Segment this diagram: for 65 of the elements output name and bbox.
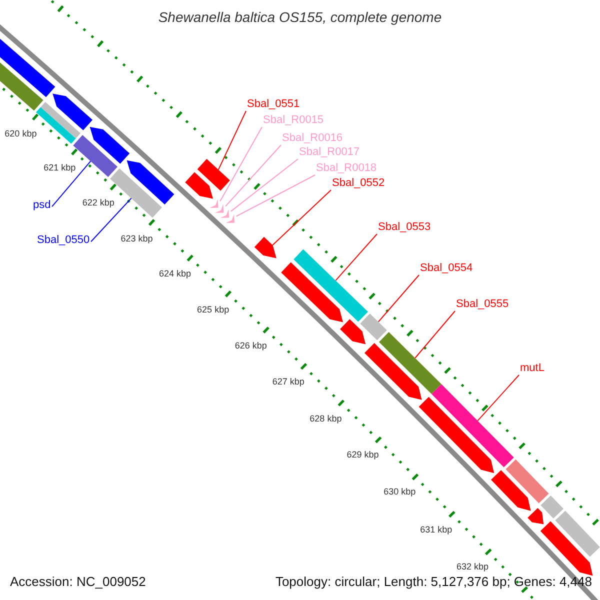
gene-block xyxy=(197,158,230,191)
scale-label: 628 kbp xyxy=(310,414,342,424)
gene-label: Sbal_0553 xyxy=(378,222,431,233)
leader-line xyxy=(230,158,298,212)
scale-label: 623 kbp xyxy=(120,234,153,244)
leader-line xyxy=(220,126,262,202)
gene-block xyxy=(36,107,76,144)
scale-label: 620 kbp xyxy=(4,129,37,138)
scale-label: 624 kbp xyxy=(159,270,192,279)
scale-label: 621 kbp xyxy=(44,164,76,173)
scale-label: 622 kbp xyxy=(82,198,114,208)
gene-label: mutL xyxy=(520,363,544,374)
gene-block xyxy=(379,332,442,394)
gene-block xyxy=(528,508,544,524)
gene-label: Sbal_R0015 xyxy=(263,115,324,126)
trna-gene-block xyxy=(215,204,224,213)
gene-block xyxy=(254,236,276,258)
leader-line xyxy=(218,110,246,170)
gene-block xyxy=(506,459,549,504)
gene-label: Sbal_R0018 xyxy=(316,163,377,174)
gene-label: Sbal_R0017 xyxy=(299,147,360,158)
gene-label: Sbal_0552 xyxy=(332,178,385,189)
gene-block xyxy=(432,384,514,468)
gene-block xyxy=(340,319,366,344)
title: Shewanella baltica OS155, complete genome xyxy=(157,10,443,24)
leader-line xyxy=(378,274,420,322)
gene-label: Sbal_0554 xyxy=(420,263,473,274)
gene-block xyxy=(540,521,593,576)
gene-block xyxy=(360,314,387,340)
scale-label: 627 kbp xyxy=(272,378,304,387)
gene-block xyxy=(126,160,174,204)
gene-block xyxy=(90,126,130,164)
gene-block xyxy=(364,343,422,400)
gene-block xyxy=(185,172,213,199)
gene-block xyxy=(52,94,92,130)
gene-block xyxy=(40,102,80,138)
gene-label: Sbal_0550 xyxy=(37,235,90,246)
scale-label: 629 kbp xyxy=(346,450,379,460)
footer-text: Topology: circular; Length: 5,127,376 bp; Genes: 4,448 xyxy=(275,575,592,588)
leader-line xyxy=(52,160,92,208)
gene-label: Sbal_R0016 xyxy=(282,133,343,144)
leader-line xyxy=(236,174,316,217)
gene-label: Sbal_0555 xyxy=(456,299,509,310)
gene-block xyxy=(555,510,600,557)
leader-line xyxy=(414,310,456,358)
scale-label: 632 kbp xyxy=(456,562,488,572)
scale-label: 625 kbp xyxy=(197,305,230,314)
trna-gene-block xyxy=(220,209,230,218)
leader-line xyxy=(90,198,132,242)
leader-line xyxy=(335,234,378,281)
gene-block xyxy=(491,470,531,511)
gene-block xyxy=(540,496,564,518)
gene-block xyxy=(294,249,368,322)
trna-gene-block xyxy=(226,214,234,223)
leader-line xyxy=(225,144,282,207)
gene-block xyxy=(281,262,343,322)
scale-label: 630 kbp xyxy=(384,488,416,497)
scale-label: 626 kbp xyxy=(234,341,267,350)
footer-text: Accession: NC_009052 xyxy=(10,575,146,588)
leader-line xyxy=(272,190,332,246)
scale-label: 631 kbp xyxy=(420,525,452,534)
gene-label: psd xyxy=(33,200,51,211)
trna-gene-block xyxy=(210,199,218,208)
gene-block xyxy=(418,396,494,474)
gene-label: Sbal_0551 xyxy=(247,99,300,110)
